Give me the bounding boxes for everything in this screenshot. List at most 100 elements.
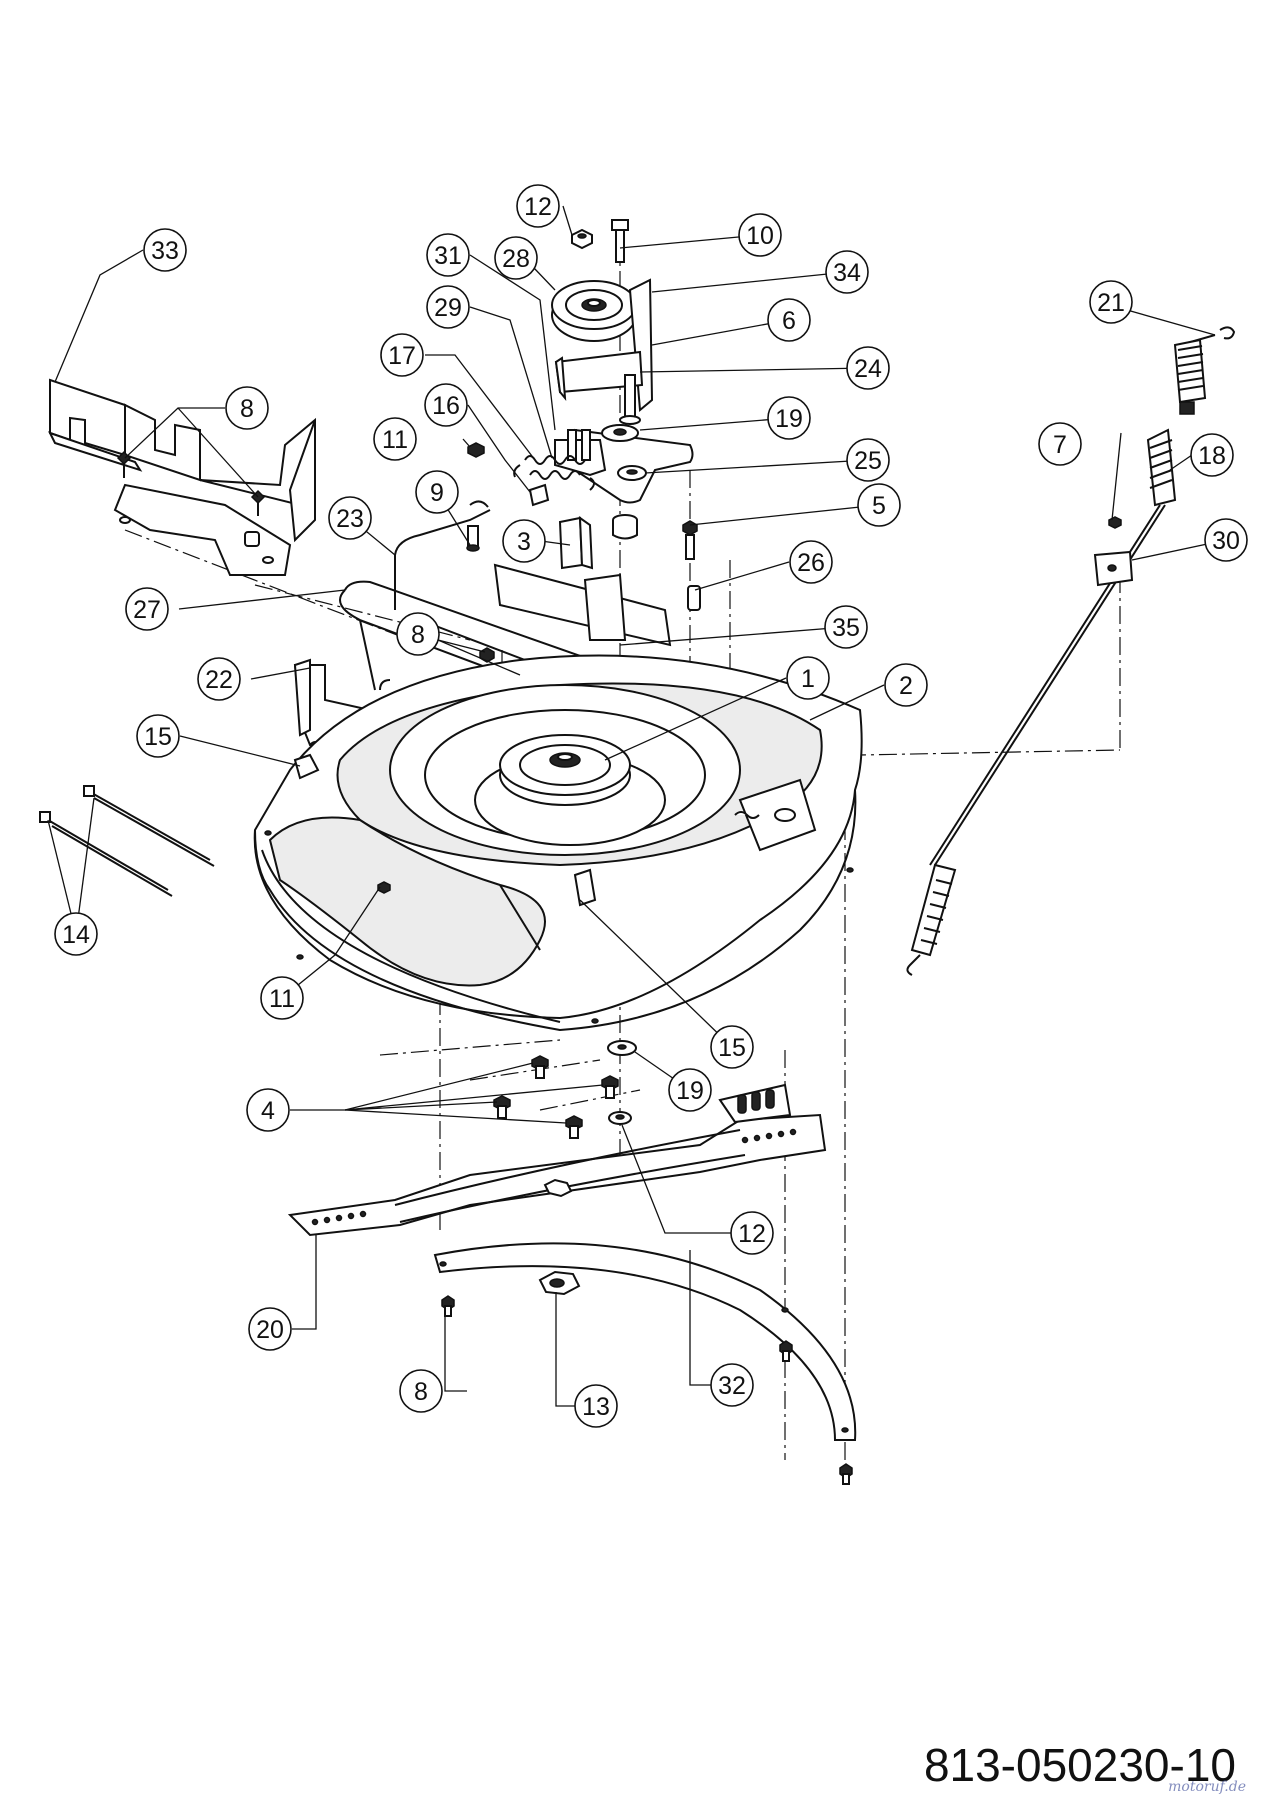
svg-text:8: 8 [414, 1378, 428, 1406]
svg-text:32: 32 [718, 1372, 746, 1400]
callout-10: 10 [738, 213, 782, 257]
callout-35: 35 [824, 605, 868, 649]
callout-31: 31 [426, 233, 470, 277]
callout-12a: 12 [516, 184, 560, 228]
callout-30: 30 [1204, 518, 1248, 562]
lock-nut-top [571, 228, 593, 250]
callout-22: 22 [197, 657, 241, 701]
callout-33: 33 [143, 228, 187, 272]
callout-34: 34 [825, 250, 869, 294]
callout-8b: 8 [396, 612, 440, 656]
callout-11b: 11 [260, 976, 304, 1020]
idler-pulley-assembly [551, 278, 694, 540]
svg-text:28: 28 [502, 245, 530, 273]
blade-bolts [493, 1055, 619, 1139]
callout-29: 29 [426, 285, 470, 329]
hex-bolt-top [611, 219, 629, 263]
callout-8a: 8 [225, 386, 269, 430]
svg-text:25: 25 [854, 447, 882, 475]
spacer [687, 585, 701, 611]
callout-9: 9 [415, 470, 459, 514]
callout-15b: 15 [710, 1025, 754, 1069]
lock-nut-left [467, 442, 485, 458]
callout-6: 6 [767, 298, 811, 342]
engagement-cable [906, 326, 1236, 976]
svg-text:4: 4 [261, 1097, 275, 1125]
mower-deck [253, 654, 863, 1032]
callout-18: 18 [1190, 433, 1234, 477]
bolt-right [682, 520, 698, 560]
svg-text:29: 29 [434, 294, 462, 322]
svg-text:22: 22 [205, 666, 233, 694]
callout-21: 21 [1089, 280, 1133, 324]
svg-text:23: 23 [336, 505, 364, 533]
svg-text:12: 12 [524, 193, 552, 221]
callout-17: 17 [380, 333, 424, 377]
callout-1: 1 [786, 656, 830, 700]
callout-8c: 8 [399, 1369, 443, 1413]
callout-13: 13 [574, 1384, 618, 1428]
leader-lines [47, 205, 1227, 1407]
svg-text:19: 19 [775, 405, 803, 433]
svg-text:7: 7 [1053, 431, 1067, 459]
svg-text:2: 2 [899, 672, 913, 700]
callout-16: 16 [424, 383, 468, 427]
deflector-plate [48, 378, 316, 576]
cable-ties [39, 785, 215, 897]
svg-text:8: 8 [240, 395, 254, 423]
svg-text:12: 12 [738, 1220, 766, 1248]
svg-text:26: 26 [797, 549, 825, 577]
mower-blade [287, 1083, 827, 1237]
drawing-number: 813-050230-10 [923, 1739, 1236, 1791]
callout-27: 27 [125, 587, 169, 631]
callout-19b: 19 [668, 1068, 712, 1112]
svg-text:11: 11 [382, 426, 408, 454]
svg-text:16: 16 [432, 392, 460, 420]
callout-14: 14 [54, 912, 98, 956]
svg-text:10: 10 [746, 222, 774, 250]
svg-text:21: 21 [1097, 289, 1125, 317]
callout-11a: 11 [373, 417, 417, 461]
callout-3: 3 [502, 519, 546, 563]
svg-text:6: 6 [782, 307, 796, 335]
idler-spring [513, 455, 595, 507]
svg-text:14: 14 [62, 921, 90, 949]
callout-12b: 12 [730, 1211, 774, 1255]
svg-text:11: 11 [269, 985, 295, 1013]
svg-text:15: 15 [144, 723, 172, 751]
callout-15a: 15 [136, 714, 180, 758]
svg-text:19: 19 [676, 1077, 704, 1105]
svg-text:31: 31 [434, 242, 462, 270]
svg-text:1: 1 [801, 665, 815, 693]
svg-text:24: 24 [854, 355, 882, 383]
callout-19a: 19 [767, 396, 811, 440]
washer [607, 1040, 637, 1056]
callout-2: 2 [884, 663, 928, 707]
svg-text:33: 33 [151, 237, 179, 265]
spindle-nut [538, 1270, 581, 1296]
callout-23: 23 [328, 496, 372, 540]
svg-text:20: 20 [256, 1316, 284, 1344]
svg-text:9: 9 [430, 479, 444, 507]
svg-text:34: 34 [833, 259, 861, 287]
pin [466, 525, 480, 552]
svg-text:35: 35 [832, 614, 860, 642]
svg-text:8: 8 [411, 621, 425, 649]
callout-20: 20 [248, 1307, 292, 1351]
svg-text:5: 5 [872, 492, 886, 520]
callout-32: 32 [710, 1363, 754, 1407]
baffle-bolts [441, 1295, 853, 1485]
callout-26: 26 [789, 540, 833, 584]
baffle [433, 1242, 857, 1441]
svg-text:30: 30 [1212, 527, 1240, 555]
callout-5: 5 [857, 483, 901, 527]
callout-25: 25 [846, 438, 890, 482]
callout-4: 4 [246, 1088, 290, 1132]
lock-nut-bottom [608, 1111, 632, 1125]
watermark-logo: motoruf.de [1168, 1779, 1246, 1795]
svg-text:18: 18 [1198, 442, 1226, 470]
svg-text:15: 15 [718, 1034, 746, 1062]
svg-text:3: 3 [517, 528, 531, 556]
